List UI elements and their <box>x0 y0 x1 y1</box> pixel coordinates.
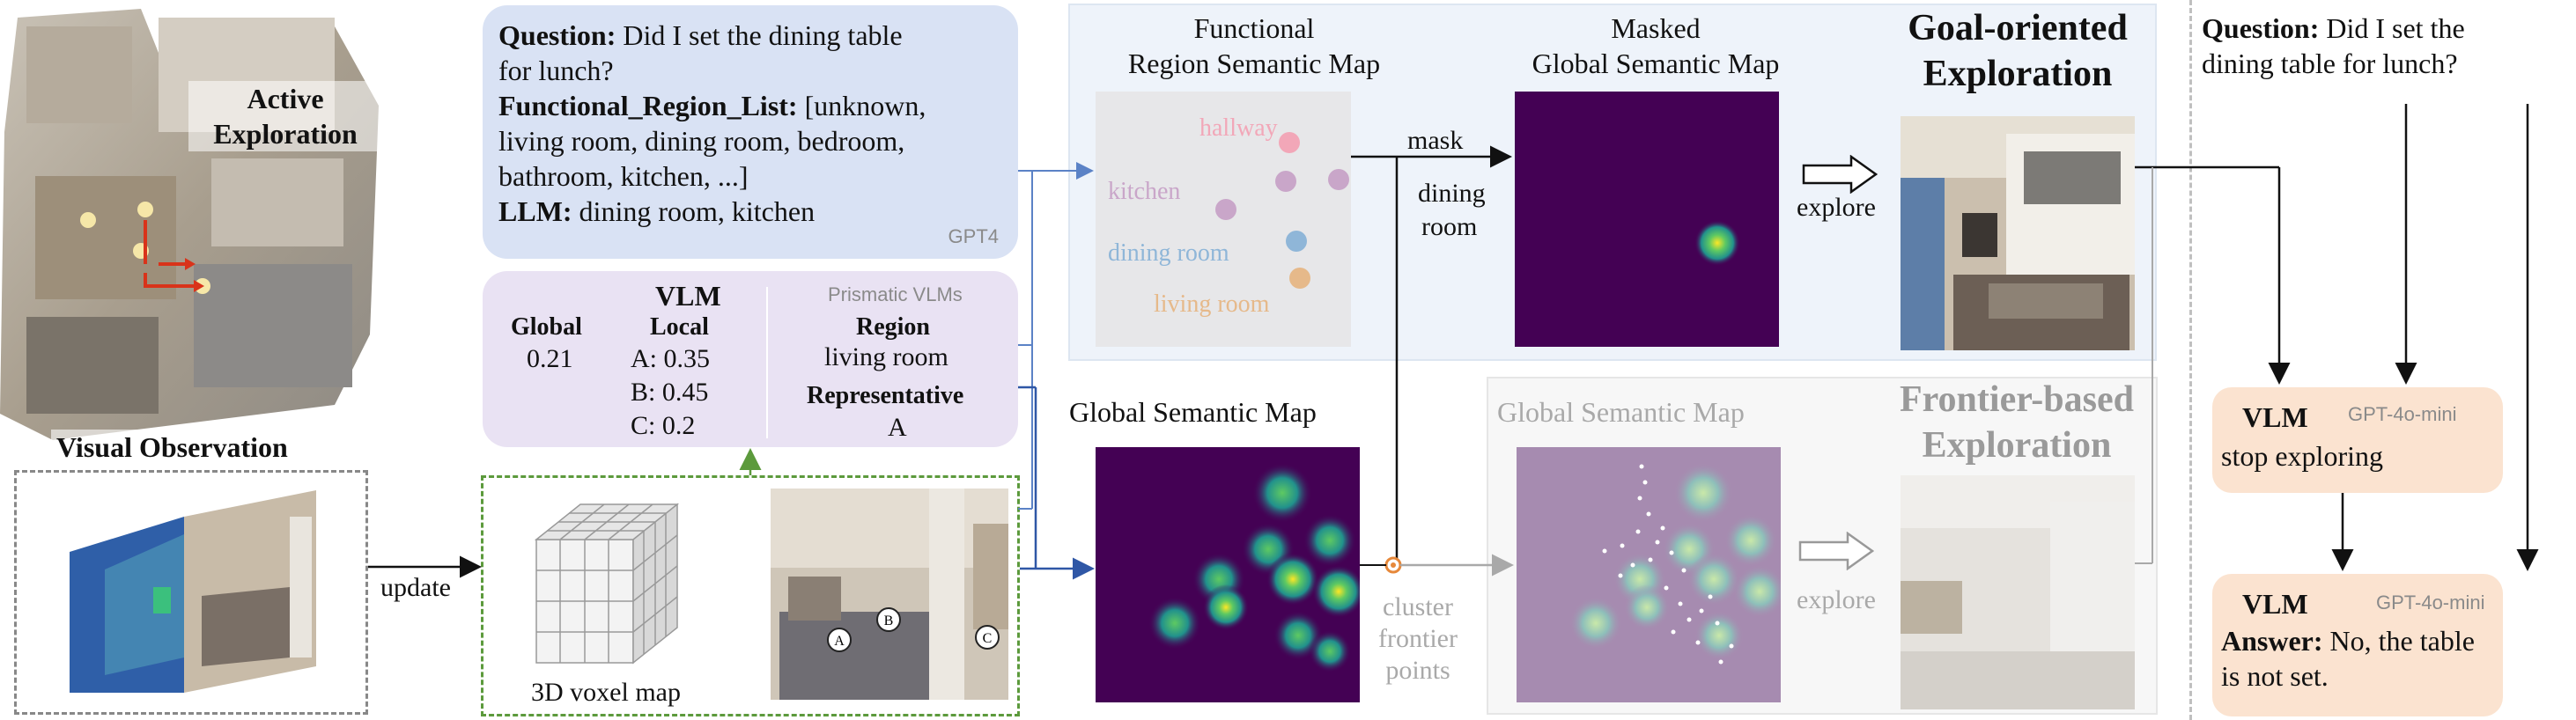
vlm-title: VLM <box>655 280 721 312</box>
question-text-2: for lunch? <box>498 55 614 86</box>
observation-panel <box>14 470 368 715</box>
right-question-text-2: dining table for lunch? <box>2202 48 2458 79</box>
frontier-photo <box>1901 475 2135 709</box>
dot-hallway <box>1279 132 1300 153</box>
functional-map-title-1: Functional <box>1193 12 1315 44</box>
functional-map: hallway kitchen dining room living room <box>1096 92 1351 347</box>
goal-oriented-title-1: Goal-oriented <box>1908 8 2128 48</box>
question-box: Question: Did I set the dining table for… <box>483 5 1018 259</box>
global-label: Global <box>511 313 582 341</box>
room-photo-with-markers: A B C <box>771 489 1008 700</box>
dot-living-room <box>1289 268 1310 289</box>
goal-oriented-title-2: Exploration <box>1923 54 2113 94</box>
local-b: B: 0.45 <box>631 378 709 407</box>
region-list-1: [unknown, <box>797 90 926 121</box>
label-living-room: living room <box>1154 290 1270 318</box>
goal-oriented-title: Goal-oriented Exploration <box>1881 5 2154 97</box>
vlm-stop-model: GPT-4o-mini <box>2348 403 2457 425</box>
visual-observation-caption: Visual Observation <box>51 430 293 465</box>
frontier-title: Frontier-based Exploration <box>1876 377 2158 468</box>
question-label: Question: <box>498 19 616 51</box>
functional-map-title: Functional Region Semantic Map <box>1087 11 1421 81</box>
prismatic-model-label: Prismatic VLMs <box>828 283 963 305</box>
region-list-3: bathroom, kitchen, ...] <box>498 160 749 192</box>
vlm-stop-text: stop exploring <box>2221 440 2383 472</box>
vlm-stop-box: VLM GPT-4o-mini stop exploring <box>2212 387 2503 493</box>
voxel-cube-icon <box>534 503 680 665</box>
local-a: A: 0.35 <box>631 344 710 373</box>
explore-arrow-frontier-icon <box>1798 532 1874 570</box>
right-question: Question: Did I set the dining table for… <box>2202 11 2572 81</box>
masked-map-title: Masked Global Semantic Map <box>1480 11 1832 81</box>
goal-oriented-photo <box>1901 116 2135 350</box>
right-question-text-1: Did I set the <box>2319 12 2465 44</box>
global-map-title: Global Semantic Map <box>1069 396 1317 428</box>
right-question-label: Question: <box>2202 12 2320 44</box>
mask-dining-label: dining <box>1418 179 1486 208</box>
mask-room-label: room <box>1421 212 1478 241</box>
frontier-title-2: Exploration <box>1922 425 2112 466</box>
dot-kitchen-3 <box>1215 199 1236 220</box>
cluster-label-1: cluster <box>1383 592 1453 621</box>
cluster-label: cluster frontier points <box>1365 591 1471 687</box>
cluster-label-2: frontier <box>1378 624 1458 653</box>
vlm-divider <box>766 287 768 438</box>
masked-map-title-1: Masked <box>1611 12 1701 44</box>
active-exploration-line2: Exploration <box>213 118 358 150</box>
frontier-title-1: Frontier-based <box>1900 379 2134 420</box>
local-label: Local <box>650 313 709 341</box>
representative-value: A <box>888 413 907 442</box>
frontier-map-title: Global Semantic Map <box>1497 396 1745 428</box>
region-list-label: Functional_Region_List: <box>498 90 798 121</box>
answer-label: Answer: <box>2221 625 2323 657</box>
active-exploration-line1: Active <box>247 83 324 114</box>
update-label: update <box>380 573 451 602</box>
local-c: C: 0.2 <box>631 411 696 440</box>
masked-heatmap <box>1515 92 1779 347</box>
vlm-stop-title: VLM <box>2242 401 2308 433</box>
explore-arrow-goal-icon <box>1802 155 1878 194</box>
region-value: living room <box>824 342 948 371</box>
functional-map-title-2: Region Semantic Map <box>1127 48 1381 79</box>
region-list-2: living room, dining room, bedroom, <box>498 125 905 157</box>
dot-dining-room <box>1286 231 1307 252</box>
depth-rgb-images <box>70 490 316 693</box>
marker-a: A <box>834 634 845 649</box>
voxel-map-label: 3D voxel map <box>531 678 681 707</box>
label-kitchen: kitchen <box>1108 178 1180 205</box>
gpt4-model-label: GPT4 <box>948 225 999 247</box>
vlm-answer-model: GPT-4o-mini <box>2376 591 2485 613</box>
section-divider <box>2189 0 2192 720</box>
representative-label: Representative <box>807 382 964 409</box>
llm-label: LLM: <box>498 195 572 227</box>
marker-c: C <box>983 631 993 646</box>
vlm-answer-box: VLM GPT-4o-mini Answer: No, the table is… <box>2212 574 2503 716</box>
dot-kitchen-1 <box>1275 171 1296 192</box>
vlm-answer-text: Answer: No, the table is not set. <box>2221 623 2503 694</box>
active-exploration-title: Active Exploration <box>188 81 382 151</box>
cluster-label-3: points <box>1385 656 1450 685</box>
explore-label-goal: explore <box>1797 193 1876 222</box>
floorplan-image <box>0 0 379 449</box>
answer-text-1: No, the table <box>2322 625 2475 657</box>
mask-label: mask <box>1407 126 1464 155</box>
label-dining-room: dining room <box>1108 239 1229 267</box>
explore-label-frontier: explore <box>1797 585 1876 614</box>
masked-map-title-2: Global Semantic Map <box>1532 48 1780 79</box>
region-label: Region <box>856 313 930 341</box>
question-text-1: Did I set the dining table <box>616 19 903 51</box>
label-hallway: hallway <box>1199 114 1278 142</box>
marker-b: B <box>884 613 894 628</box>
llm-text: dining room, kitchen <box>572 195 816 227</box>
voxel-map-panel: 3D voxel map A B C <box>481 475 1020 716</box>
frontier-heatmap <box>1517 447 1786 702</box>
answer-text-2: is not set. <box>2221 660 2329 692</box>
global-value: 0.21 <box>527 344 573 373</box>
vlm-answer-title: VLM <box>2242 588 2308 620</box>
dot-kitchen-2 <box>1328 169 1349 190</box>
vlm-box: VLM Prismatic VLMs Global 0.21 Local A: … <box>483 271 1018 447</box>
global-heatmap <box>1096 447 1365 702</box>
